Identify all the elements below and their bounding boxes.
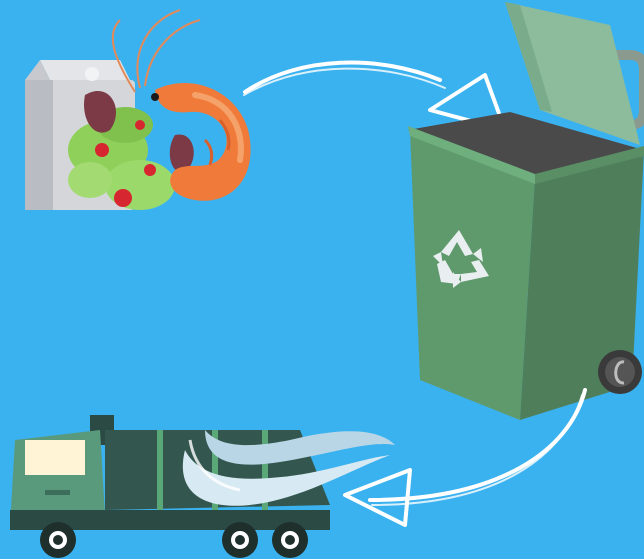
- scene-svg: [0, 0, 644, 559]
- recycling-cycle-illustration: [0, 0, 644, 559]
